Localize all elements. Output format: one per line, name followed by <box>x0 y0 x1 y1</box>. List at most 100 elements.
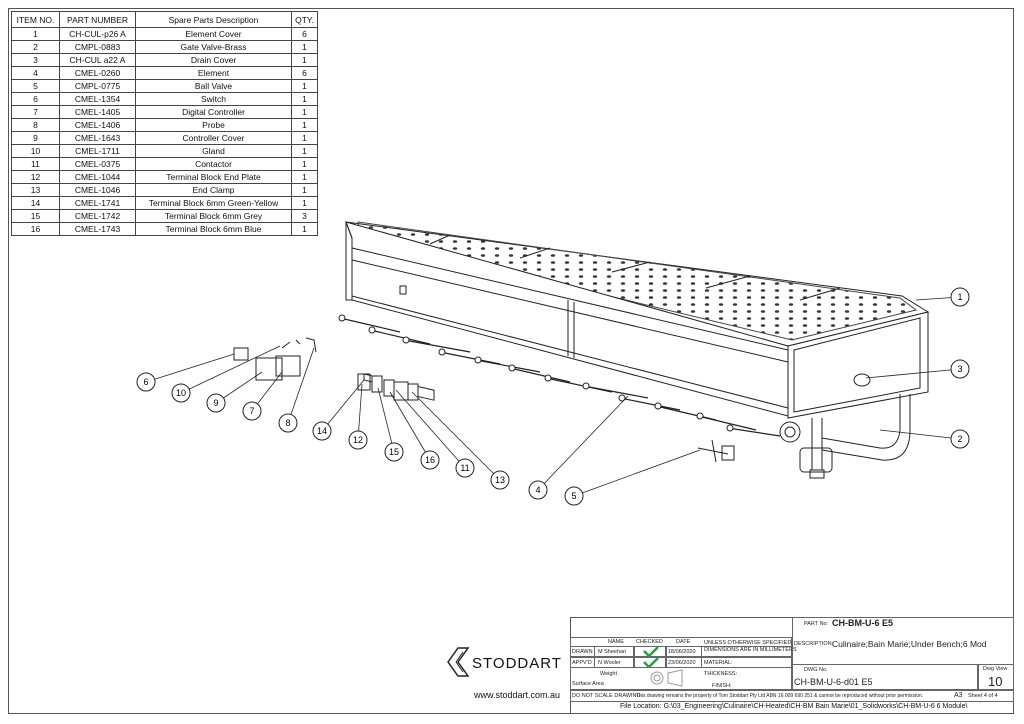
unless-specified: UNLESS OTHERWISE SPECIFIED: <box>704 640 793 646</box>
balloon-16 <box>420 450 440 470</box>
balloon-label-9: 9 <box>213 398 218 408</box>
file-location: File Location: G:\03_Engineering\Culinai… <box>620 703 968 710</box>
appvd-name: N Wooler <box>598 660 621 666</box>
property-notice: This drawing remains the property of Tom… <box>636 693 924 699</box>
material-label: MATERIAL: <box>704 660 733 666</box>
bom-qty: 1 <box>291 222 318 236</box>
bom-header-row: ITEM NO. PART NUMBER Spare Parts Descrip… <box>11 11 318 28</box>
balloon-label-13: 13 <box>495 475 505 485</box>
balloon-leader-15 <box>377 387 395 453</box>
bain-marie-body <box>233 221 930 479</box>
part-no-label: PART No: <box>804 621 829 627</box>
drawn-label: DRAWN <box>572 649 593 655</box>
balloon-leader-4 <box>537 395 629 491</box>
balloon-7 <box>242 401 262 421</box>
surface-area-label: Surface Area <box>572 681 604 687</box>
balloon-15 <box>384 442 404 462</box>
balloon-9 <box>206 393 226 413</box>
bom-qty: 1 <box>291 131 318 145</box>
balloon-label-7: 7 <box>249 406 254 416</box>
finish-label: FINISH: <box>712 683 732 689</box>
balloon-label-8: 8 <box>285 418 290 428</box>
drawn-name: M Sheehan <box>598 649 627 655</box>
balloon-label-5: 5 <box>571 491 576 501</box>
balloon-label-1: 1 <box>957 292 962 302</box>
part-no: CH-BM-U-6 E5 <box>832 618 894 628</box>
balloon-leader-16 <box>389 391 431 461</box>
title-block: NAME CHECKED DATE DRAWN M Sheehan 18/06/… <box>570 617 1014 714</box>
balloon-leader-10 <box>180 345 281 394</box>
dwg-view-label: Dwg View <box>983 666 1008 672</box>
dwg-no-label: DWG No. <box>804 667 828 673</box>
balloon-1 <box>950 287 970 307</box>
balloon-leader-3 <box>865 368 961 379</box>
balloon-leader-13 <box>411 391 501 481</box>
col-date-label: DATE <box>676 639 691 645</box>
stoddart-logo <box>447 647 470 677</box>
balloon-label-3: 3 <box>957 364 962 374</box>
balloon-label-6: 6 <box>143 377 148 387</box>
description: Culinaire;Bain Marie;Under Bench;6 Mod <box>832 639 987 649</box>
balloon-leader-2 <box>879 429 961 440</box>
balloon-4 <box>528 480 548 500</box>
sheet-size: A3 <box>954 692 963 699</box>
bill-of-materials-table: ITEM NO. PART NUMBER Spare Parts Descrip… <box>11 11 318 236</box>
balloon-label-2: 2 <box>957 434 962 444</box>
balloon-label-12: 12 <box>353 435 363 445</box>
balloon-3 <box>950 359 970 379</box>
balloon-2 <box>950 429 970 449</box>
projection-symbol-icon <box>650 669 683 687</box>
dimensions-note: DIMENSIONS ARE IN MILLIMETERS <box>704 647 797 653</box>
balloon-5 <box>564 486 584 506</box>
balloon-label-14: 14 <box>317 426 327 436</box>
balloon-label-16: 16 <box>425 455 435 465</box>
dwg-no: CH-BM-U-6-d01 E5 <box>794 677 873 687</box>
brand-name: STODDART <box>472 655 562 672</box>
balloon-leader-6 <box>145 353 235 383</box>
drawn-date: 18/06/2020 <box>668 649 696 655</box>
weight-label: Weight <box>600 671 618 677</box>
balloon-6 <box>136 372 156 392</box>
balloon-leader-11 <box>395 389 466 469</box>
description-label: DESCRIPTION: <box>794 641 834 647</box>
balloon-label-10: 10 <box>176 388 186 398</box>
balloon-label-15: 15 <box>389 447 399 457</box>
bom-part-number: CMEL-1743 <box>59 222 136 236</box>
balloon-12 <box>348 430 368 450</box>
checkmark-icon <box>643 646 659 668</box>
dwg-view: 10 <box>988 674 1003 689</box>
balloon-8 <box>278 413 298 433</box>
sheet-border <box>8 8 1014 714</box>
appvd-label: APPV'D <box>572 660 592 666</box>
balloon-11 <box>455 458 475 478</box>
sheet-number: Sheet 4 of 4 <box>968 693 998 699</box>
balloon-leader-8 <box>287 347 315 424</box>
balloon-label-4: 4 <box>535 485 540 495</box>
appvd-date: 23/06/2020 <box>668 660 696 666</box>
col-name-label: NAME <box>608 639 624 645</box>
balloon-leader-14 <box>321 379 365 432</box>
bom-qty: 1 <box>291 144 318 158</box>
balloon-leader-5 <box>573 449 701 497</box>
website-link[interactable]: www.stoddart.com.au <box>474 690 561 700</box>
col-checked-label: CHECKED <box>636 639 663 645</box>
do-not-scale: DO NOT SCALE DRAWING <box>572 693 641 699</box>
balloon-13 <box>490 470 510 490</box>
thickness-label: THICKNESS: <box>704 671 738 677</box>
balloon-14 <box>312 421 332 441</box>
balloon-10 <box>171 383 191 403</box>
